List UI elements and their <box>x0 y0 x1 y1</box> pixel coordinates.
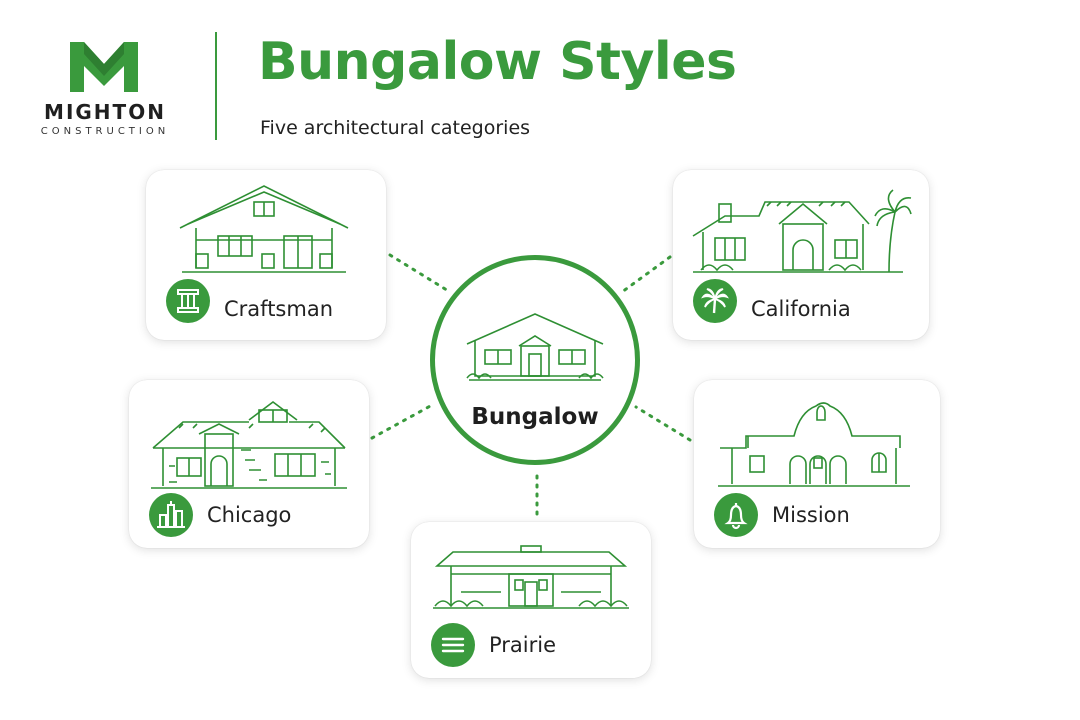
prairie-house-illustration <box>433 545 629 609</box>
page-title: Bungalow Styles <box>258 32 737 92</box>
category-label-california: California <box>751 297 851 321</box>
category-card-chicago[interactable]: Chicago <box>129 380 369 548</box>
category-card-california[interactable]: California <box>673 170 929 340</box>
connector-craftsman <box>388 253 452 294</box>
column-icon <box>166 279 210 323</box>
brand-name: MIGHTON <box>44 100 166 124</box>
chicago-house-illustration <box>151 401 347 489</box>
connector-mission <box>634 405 692 442</box>
bell-icon <box>714 493 758 537</box>
connector-california <box>620 255 672 294</box>
craftsman-house-illustration <box>179 185 349 273</box>
hub-label: Bungalow <box>471 404 599 430</box>
skyline-icon <box>149 493 193 537</box>
palm-tree-icon <box>693 279 737 323</box>
category-label-prairie: Prairie <box>489 633 557 657</box>
category-card-mission[interactable]: Mission <box>694 380 940 548</box>
category-label-chicago: Chicago <box>207 503 292 527</box>
connector-chicago <box>370 402 436 440</box>
category-label-mission: Mission <box>772 503 850 527</box>
bungalow-hub[interactable]: Bungalow <box>430 255 640 465</box>
horizontal-lines-icon <box>431 623 475 667</box>
brand-tagline: CONSTRUCTION <box>40 126 170 137</box>
mission-house-illustration <box>718 402 910 487</box>
category-card-craftsman[interactable]: Craftsman <box>146 170 386 340</box>
page-subtitle: Five architectural categories <box>260 117 531 139</box>
category-card-prairie[interactable]: Prairie <box>411 522 651 678</box>
category-label-craftsman: Craftsman <box>224 297 333 321</box>
mighton-logo-icon <box>70 42 138 92</box>
bungalow-house-icon <box>466 313 604 381</box>
brand-logo: MIGHTON CONSTRUCTION <box>30 40 180 144</box>
header-divider <box>215 32 217 140</box>
california-house-illustration <box>692 189 912 273</box>
